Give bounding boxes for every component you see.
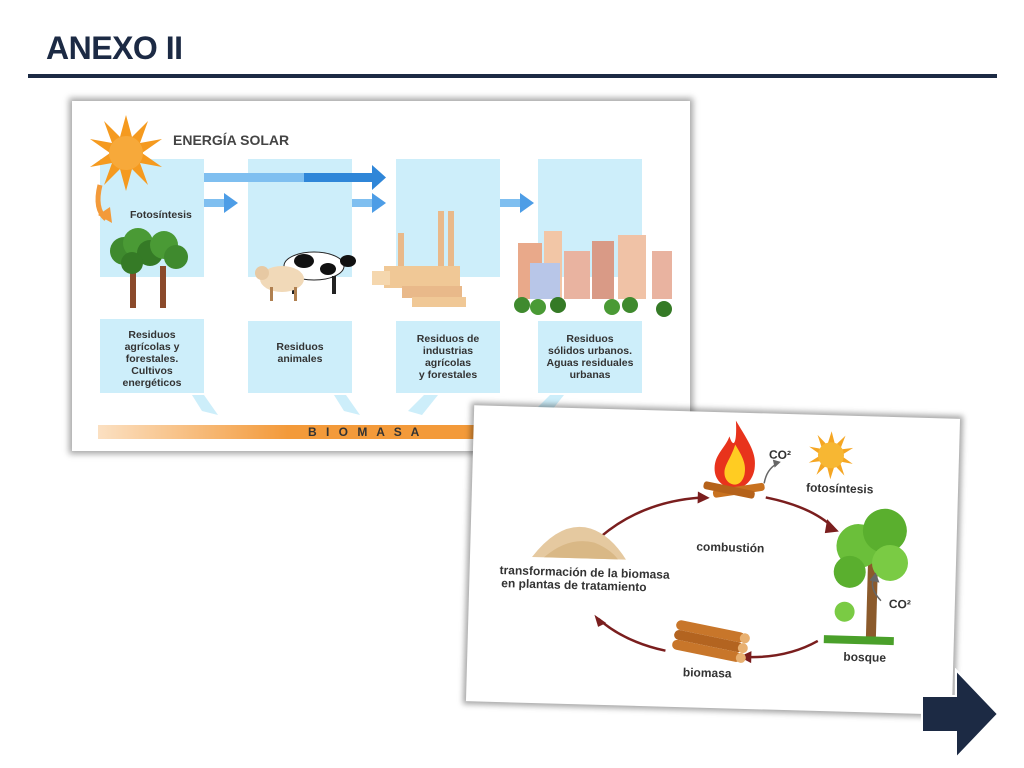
co2-absorption-label: CO² [888,596,912,612]
slide-title: ANEXO II [46,30,183,66]
combustion-label: combustión [696,539,765,556]
biomass-sources-art [90,115,672,439]
arrow-right-icon[interactable] [920,667,1000,761]
sun-icon [90,115,162,191]
biomass-label: biomasa [682,665,732,681]
forest-label: bosque [843,649,887,665]
city-icon [514,231,672,317]
next-slide-button[interactable] [920,667,1000,761]
sun-icon [808,431,854,480]
energy-flow-arrow [204,165,386,190]
logs-icon [672,620,750,663]
livestock-icon [255,251,356,301]
flow-arrow [500,193,534,213]
campfire-icon [703,420,765,499]
factory-icon [372,211,466,307]
flow-arrow [352,193,386,213]
tree-icon [823,508,908,646]
biomass-footer-label: B I O M A S A [308,425,423,439]
treatment-plant-label: transformación de la biomasa en plantas … [499,563,670,595]
co2-emission-label: CO² [768,447,792,463]
sawdust-pile-icon [532,526,626,560]
title-divider [28,74,997,78]
photosynthesis-label: Fotosíntesis [130,209,192,221]
photosynthesis-label: fotosíntesis [805,480,874,497]
biomass-cycle-art [532,420,908,664]
flow-arrow [204,193,238,213]
biomass-cycle-diagram: combustión CO² fotosíntesis bosque CO² b… [465,405,961,715]
solar-energy-heading: ENERGÍA SOLAR [173,132,290,148]
trees-icon [110,228,188,308]
